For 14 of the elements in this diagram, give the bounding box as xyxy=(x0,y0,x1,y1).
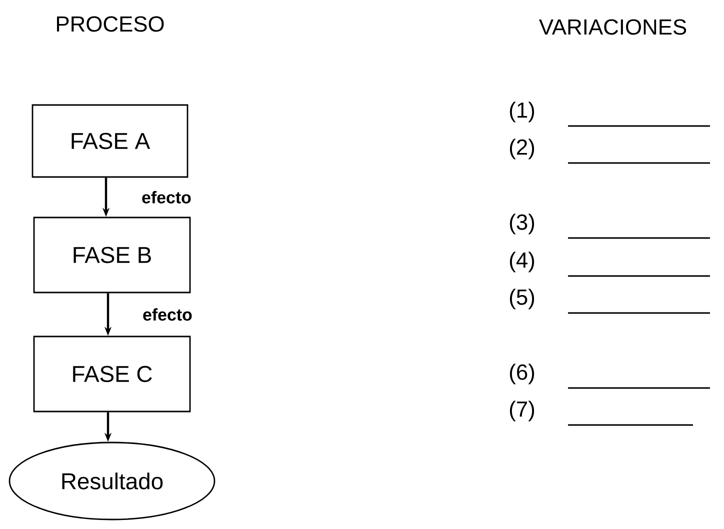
item-number: (1) xyxy=(510,102,534,122)
process-box: FASE C xyxy=(33,336,191,412)
edge-label: efecto xyxy=(142,191,191,204)
process-box: FASE A xyxy=(32,104,188,178)
heading: VARIACIONES xyxy=(539,19,686,35)
item-number: (7) xyxy=(510,400,534,422)
item-number: (5) xyxy=(510,288,534,310)
item-number: (6) xyxy=(510,364,534,384)
edge-label: efecto xyxy=(143,308,192,321)
item-number: (4) xyxy=(510,252,534,272)
item-number: (2) xyxy=(510,138,534,160)
process-box: FASE B xyxy=(33,216,191,294)
item-number: (3) xyxy=(510,214,534,234)
heading: PROCESO xyxy=(57,16,164,32)
